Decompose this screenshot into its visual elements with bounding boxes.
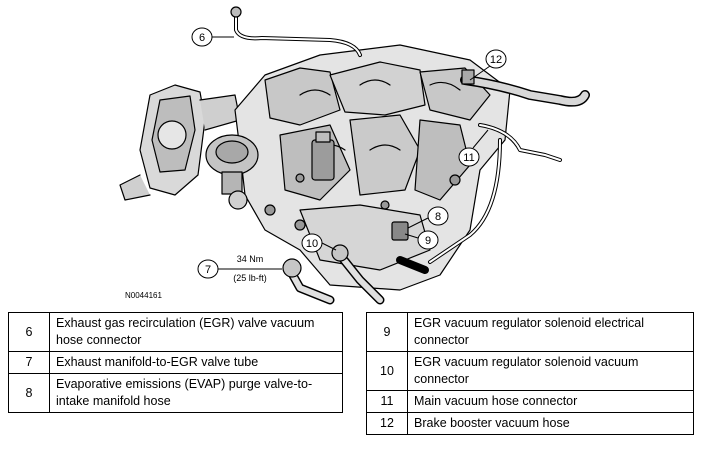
throttle-body-assembly [119,84,241,201]
svg-text:12: 12 [490,54,502,66]
callout-6: 6 [191,27,234,47]
svg-text:9: 9 [425,235,431,247]
torque-spec-nm: 34 Nm [237,254,264,264]
vacuum-hoses [234,8,590,305]
callout-7: 7 [197,259,282,279]
legend-description: EGR vacuum regulator solenoid electrical… [407,312,694,352]
legend-row: 10 EGR vacuum regulator solenoid vacuum … [366,351,694,391]
legend-description: Evaporative emissions (EVAP) purge valve… [49,373,343,413]
legend-description: Exhaust gas recirculation (EGR) valve va… [49,312,343,352]
legend-number: 6 [8,312,50,352]
svg-text:11: 11 [463,152,474,164]
callout-9: 8 [407,206,449,229]
legend-description: Brake booster vacuum hose [407,412,694,435]
legend-row: 6 Exhaust gas recirculation (EGR) valve … [8,312,343,352]
legend-number: 7 [8,351,50,374]
legend-description: EGR vacuum regulator solenoid vacuum con… [407,351,694,391]
svg-text:7: 7 [205,264,211,276]
svg-text:10: 10 [306,238,318,250]
legend-number: 12 [366,412,408,435]
svg-text:6: 6 [199,32,205,44]
legend-number: 9 [366,312,408,352]
torque-spec-lbft: (25 lb-ft) [233,273,267,283]
svg-text:8: 8 [435,211,441,223]
callout-10: 9 [404,230,439,250]
legend-number: 10 [366,351,408,391]
legend-description: Exhaust manifold-to-EGR valve tube [49,351,343,374]
legend-description: Main vacuum hose connector [407,390,694,413]
legend-table-right: 9 EGR vacuum regulator solenoid electric… [366,312,694,435]
legend-row: 11 Main vacuum hose connector [366,390,694,413]
legend-row: 9 EGR vacuum regulator solenoid electric… [366,312,694,352]
egr-valve [205,134,259,210]
legend-number: 11 [366,390,408,413]
callout-8: 10 [301,233,337,253]
egr-vacuum-regulator-solenoid [311,131,409,241]
callout-12: 12 [469,49,507,81]
legend-number: 8 [8,373,50,413]
legend-row: 7 Exhaust manifold-to-EGR valve tube [8,351,343,374]
legend-table-left: 6 Exhaust gas recirculation (EGR) valve … [8,312,343,413]
figure-id: N0044161 [125,291,162,300]
legend-row: 8 Evaporative emissions (EVAP) purge val… [8,373,343,413]
engine-diagram: 6 12 11 8 9 10 7 [119,6,590,305]
legend-row: 12 Brake booster vacuum hose [366,412,694,435]
callout-11: 11 [458,129,489,167]
